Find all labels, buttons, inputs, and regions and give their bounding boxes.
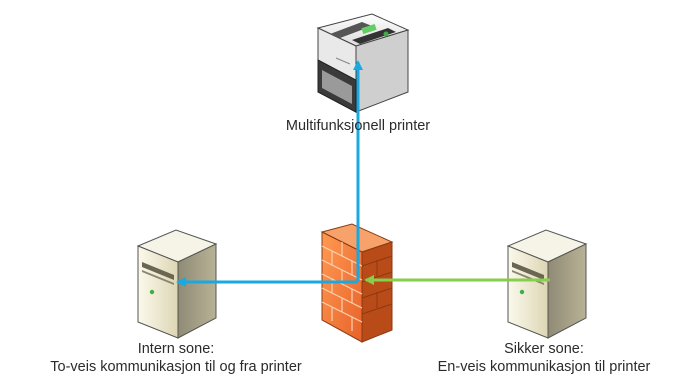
internal-server-icon [136,229,218,339]
printer-label: Multifunksjonell printer [285,118,431,134]
secure-server-icon [506,229,588,339]
connection-arrows [176,60,550,287]
secure-zone-title: Sikker sone: [504,341,584,357]
internal-zone-label: Intern sone: To-veis kommunikasjon til o… [0,340,352,376]
internal-zone-title: Intern sone: [137,341,215,357]
internal-zone-description: To-veis kommunikasjon til og fra printer [50,359,302,375]
printer-icon [316,13,410,113]
secure-zone-description: En-veis kommunikasjon til printer [437,359,651,375]
secure-zone-label: Sikker sone: En-veis kommunikasjon til p… [406,340,682,376]
